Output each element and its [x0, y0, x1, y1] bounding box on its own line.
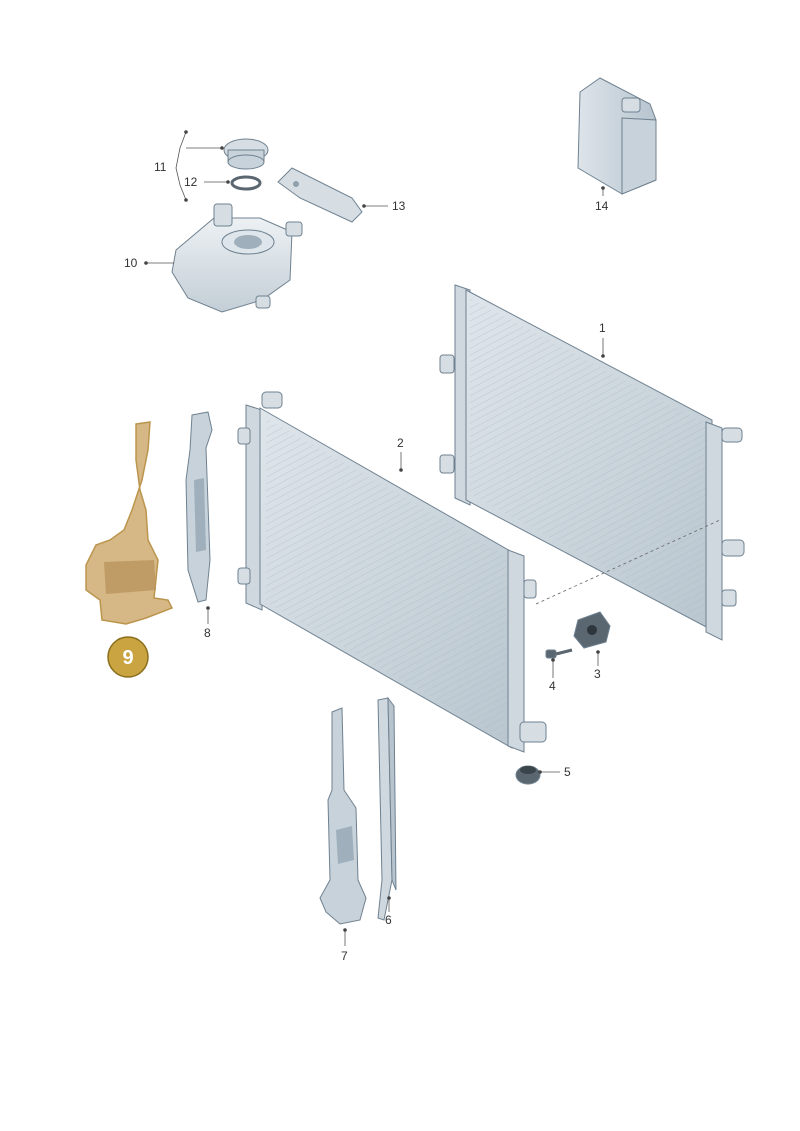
callout-13: 13 — [392, 199, 406, 213]
radiator-part-1 — [439, 284, 745, 641]
condenser-part-2 — [237, 391, 547, 753]
callout-2: 2 — [397, 436, 404, 450]
air-guide-part-7 — [319, 707, 367, 925]
callout-4: 4 — [549, 679, 556, 693]
coolant-canister-part-14 — [577, 77, 657, 195]
leader-lines — [146, 131, 604, 946]
bolt-part-4 — [545, 648, 573, 659]
callout-11: 11 — [154, 160, 167, 174]
bracket-part-3 — [573, 611, 611, 649]
callout-14: 14 — [595, 199, 609, 213]
callout-8: 8 — [204, 626, 211, 640]
seal-part-6 — [377, 696, 397, 921]
callout-6: 6 — [385, 913, 392, 927]
callout-10: 10 — [124, 256, 138, 270]
highlight-badge-label: 9 — [122, 647, 133, 669]
air-guide-part-9-highlighted — [85, 421, 174, 625]
cap-part-11 — [223, 138, 269, 170]
expansion-tank-part-10 — [171, 203, 303, 313]
holder-part-13 — [277, 167, 363, 223]
leader-dots — [144, 130, 605, 932]
callout-12: 12 — [184, 175, 198, 189]
air-guide-part-8 — [185, 411, 213, 603]
highlight-badge-9[interactable]: 9 — [107, 636, 149, 678]
callout-5: 5 — [564, 765, 571, 779]
callout-3: 3 — [594, 667, 601, 681]
mount-part-5 — [515, 765, 541, 785]
callout-1: 1 — [599, 321, 606, 335]
callout-7: 7 — [341, 949, 348, 963]
o-ring-part-12 — [230, 175, 262, 191]
callout-labels: 1 2 3 4 5 6 7 8 10 11 12 13 14 — [124, 160, 609, 963]
